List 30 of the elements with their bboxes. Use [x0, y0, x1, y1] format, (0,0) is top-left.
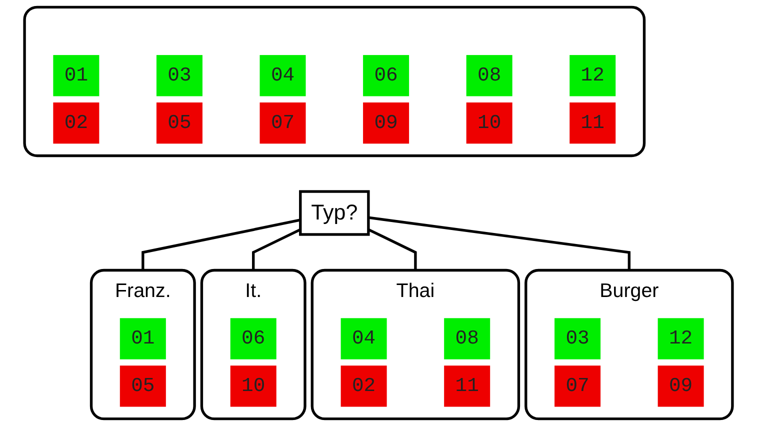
node-box: 03 [554, 318, 601, 360]
cluster [23, 6, 646, 158]
node-box: 08 [466, 55, 512, 96]
node-box: 09 [363, 102, 410, 144]
node-box: 12 [570, 55, 616, 96]
node-box: 02 [340, 366, 387, 407]
connector [252, 228, 301, 270]
node-box: 01 [120, 318, 166, 360]
node-box: 09 [658, 366, 704, 407]
node-box: 05 [156, 102, 202, 144]
node-box: 10 [230, 366, 276, 407]
node-box: 04 [340, 318, 387, 360]
connector [368, 216, 631, 270]
connector [142, 218, 301, 270]
node-box: 07 [554, 366, 601, 407]
node-box: 02 [53, 102, 100, 144]
node-box: 01 [53, 55, 100, 96]
node-box: 07 [260, 102, 306, 144]
node-box: 04 [260, 55, 306, 96]
node-box: Typ? [299, 190, 370, 236]
node-box: 11 [444, 366, 490, 407]
connector [368, 228, 417, 270]
node-box: 11 [570, 102, 616, 144]
node-box: 05 [120, 366, 166, 407]
node-box: 06 [363, 55, 410, 96]
node-box: 08 [444, 318, 490, 360]
node-box: 10 [466, 102, 512, 144]
node-box: 06 [230, 318, 276, 360]
node-box: 03 [156, 55, 202, 96]
node-box: 12 [658, 318, 704, 360]
